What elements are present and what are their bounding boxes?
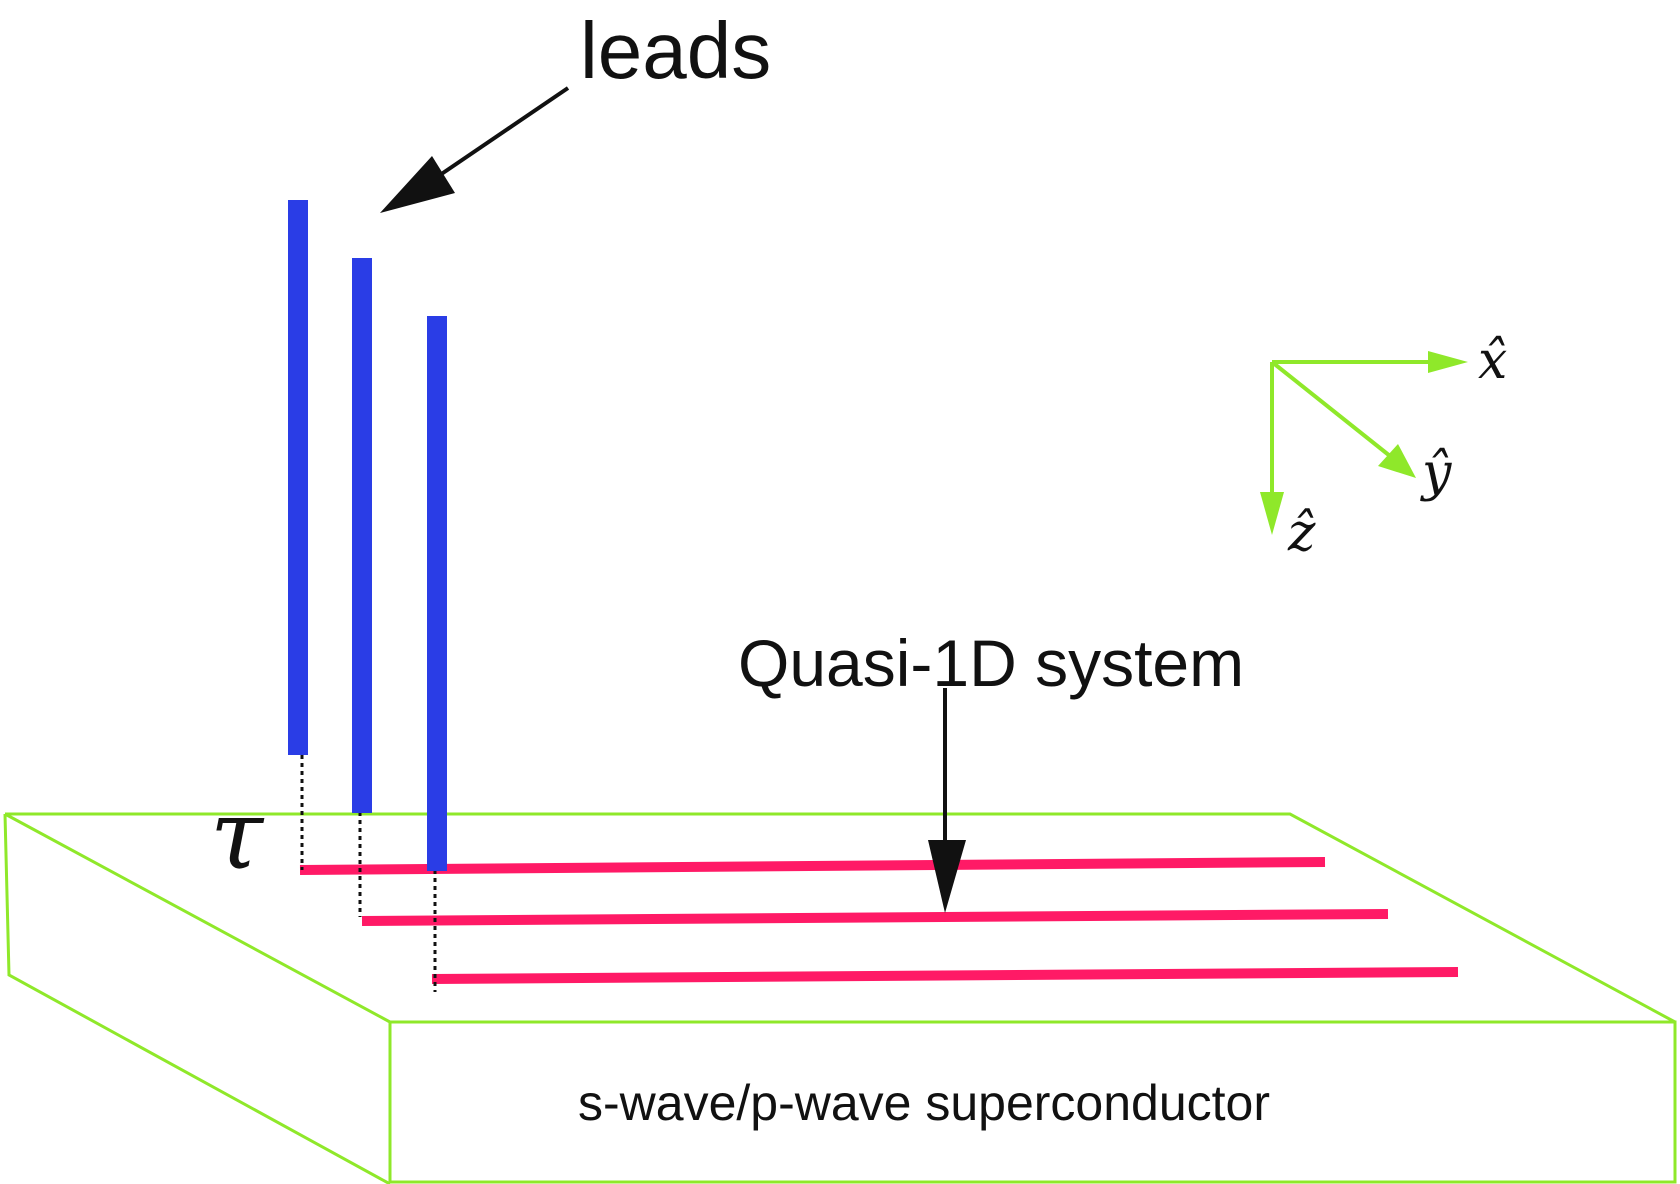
axis-y-arrowhead xyxy=(1378,444,1416,478)
wire-1 xyxy=(299,857,1326,875)
axis-z-label: ẑ xyxy=(1287,503,1316,563)
slab-left-edge xyxy=(3,813,391,1184)
axis-z-arrowhead xyxy=(1260,492,1284,535)
leads xyxy=(288,200,447,871)
axis-y-label: ŷ xyxy=(1420,443,1452,503)
system-arrow xyxy=(928,688,966,913)
axis-x-label: x̂ xyxy=(1478,331,1507,391)
leads-arrow xyxy=(380,86,570,213)
superconductor-label: s-wave/p-wave superconductor xyxy=(578,1075,1270,1131)
lead-1 xyxy=(288,200,308,755)
coupling-tau-label: τ xyxy=(210,779,265,891)
quasi-system-label: Quasi-1D system xyxy=(738,626,1244,700)
leads-label: leads xyxy=(580,6,771,95)
coordinate-axes xyxy=(1260,351,1468,535)
lead-2 xyxy=(352,258,372,813)
wire-3 xyxy=(431,967,1459,984)
axis-y-line xyxy=(1270,360,1392,458)
system-arrow-head xyxy=(928,840,966,913)
lead-3 xyxy=(427,316,447,871)
coupling-lines xyxy=(300,755,437,992)
slab-front-face xyxy=(388,1020,1677,1184)
wire-2 xyxy=(361,909,1389,926)
slab-top-left-edge xyxy=(4,812,391,1024)
quasi-1d-wires xyxy=(299,857,1459,984)
axis-x-arrowhead xyxy=(1428,351,1468,373)
leads-arrow-head xyxy=(380,156,455,213)
